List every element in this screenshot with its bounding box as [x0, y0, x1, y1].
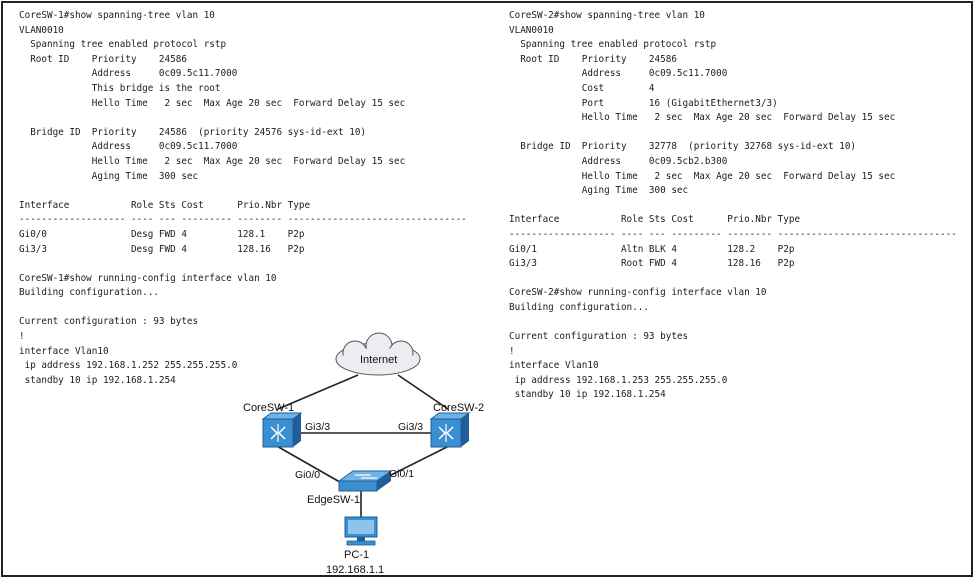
coresw1-line: Building configuration...: [19, 287, 159, 299]
link-coresw1-internet: [277, 374, 359, 410]
coresw2-line: VLAN0010: [509, 24, 554, 36]
coresw1-line: interface Vlan10: [19, 345, 109, 357]
coresw1-line: ------------------- ---- --- --------- -…: [19, 214, 467, 226]
coresw2-line: ip address 192.168.1.253 255.255.255.0: [509, 374, 728, 386]
coresw1-label: CoreSW-1: [243, 402, 294, 414]
edgesw1-label: EdgeSW-1: [307, 494, 360, 506]
coresw1-line: Gi0/0 Desg FWD 4 128.1 P2p: [19, 228, 305, 240]
coresw1-line: CoreSW-1#show running-config interface v…: [19, 272, 277, 284]
coresw2-line: Address 0c09.5c11.7000: [509, 68, 728, 80]
coresw2-line: Building configuration...: [509, 301, 649, 313]
coresw1-line: Hello Time 2 sec Max Age 20 sec Forward …: [19, 97, 406, 109]
port-label-gi00: Gi0/0: [295, 469, 320, 481]
coresw1-line: Gi3/3 Desg FWD 4 128.16 P2p: [19, 243, 305, 255]
port-label-gi01: Gi0/1: [389, 468, 414, 480]
coresw2-line: CoreSW-2#show running-config interface v…: [509, 287, 767, 299]
internet-cloud-icon: [335, 332, 421, 376]
port-label-gi33-coresw2: Gi3/3: [398, 421, 423, 433]
coresw1-line: Spanning tree enabled protocol rstp: [19, 39, 227, 51]
coresw2-line: Address 0c09.5cb2.b300: [509, 155, 728, 167]
coresw2-line: standby 10 ip 192.168.1.254: [509, 389, 666, 401]
coresw2-line: CoreSW-2#show spanning-tree vlan 10: [509, 10, 705, 21]
coresw2-switch-icon: [429, 412, 471, 448]
coresw1-line: Aging Time 300 sec: [19, 170, 199, 182]
coresw2-line: Gi0/1 Altn BLK 4 128.2 P2p: [509, 243, 795, 255]
coresw1-line: This bridge is the root: [19, 82, 221, 94]
pc1-computer-icon: [344, 516, 378, 546]
coresw2-line: Hello Time 2 sec Max Age 20 sec Forward …: [509, 112, 896, 124]
coresw2-line: Bridge ID Priority 32778 (priority 32768…: [509, 141, 857, 153]
coresw1-line: Bridge ID Priority 24586 (priority 24576…: [19, 126, 367, 138]
internet-label: Internet: [360, 354, 397, 366]
network-topology-diagram: Internet CoreSW-1 CoreSW-2 EdgeSW-1: [243, 332, 484, 576]
coresw1-line: Hello Time 2 sec Max Age 20 sec Forward …: [19, 155, 406, 167]
coresw1-line: CoreSW-1#show spanning-tree vlan 10: [19, 10, 215, 21]
coresw1-terminal-output: CoreSW-1#show spanning-tree vlan 10 VLAN…: [19, 9, 467, 388]
coresw2-line: Current configuration : 93 bytes: [509, 331, 689, 343]
coresw1-line: standby 10 ip 192.168.1.254: [19, 374, 176, 386]
coresw1-line: Root ID Priority 24586: [19, 53, 187, 65]
coresw1-line: !: [19, 331, 25, 343]
pc1-label: PC-1: [344, 549, 369, 561]
coresw2-line: ------------------- ---- --- --------- -…: [509, 228, 957, 240]
pc1-ip-label: 192.168.1.1: [326, 564, 384, 576]
coresw2-line: Interface Role Sts Cost Prio.Nbr Type: [509, 214, 801, 226]
link-coresw2-internet: [397, 374, 449, 410]
coresw2-line: Port 16 (GigabitEthernet3/3): [509, 97, 778, 109]
coresw1-line: Current configuration : 93 bytes: [19, 316, 199, 328]
coresw2-line: Gi3/3 Root FWD 4 128.16 P2p: [509, 258, 795, 270]
coresw2-line: Aging Time 300 sec: [509, 185, 689, 197]
link-coresw1-edgesw: [274, 444, 346, 486]
coresw1-line: ip address 192.168.1.252 255.255.255.0: [19, 360, 238, 372]
coresw2-terminal-output: CoreSW-2#show spanning-tree vlan 10 VLAN…: [509, 9, 957, 403]
coresw2-label: CoreSW-2: [433, 402, 484, 414]
coresw2-line: Root ID Priority 24586: [509, 53, 677, 65]
coresw1-line: Address 0c09.5c11.7000: [19, 68, 238, 80]
coresw1-line: Interface Role Sts Cost Prio.Nbr Type: [19, 199, 311, 211]
coresw2-line: Cost 4: [509, 82, 655, 94]
coresw2-line: Spanning tree enabled protocol rstp: [509, 39, 717, 51]
coresw2-line: Hello Time 2 sec Max Age 20 sec Forward …: [509, 170, 896, 182]
coresw1-line: VLAN0010: [19, 24, 64, 36]
coresw1-switch-icon: [261, 412, 303, 448]
coresw1-line: Address 0c09.5c11.7000: [19, 141, 238, 153]
port-label-gi33-coresw1: Gi3/3: [305, 421, 330, 433]
coresw2-line: !: [509, 345, 515, 357]
coresw2-line: interface Vlan10: [509, 360, 599, 372]
edgesw1-switch-icon: [337, 470, 393, 492]
